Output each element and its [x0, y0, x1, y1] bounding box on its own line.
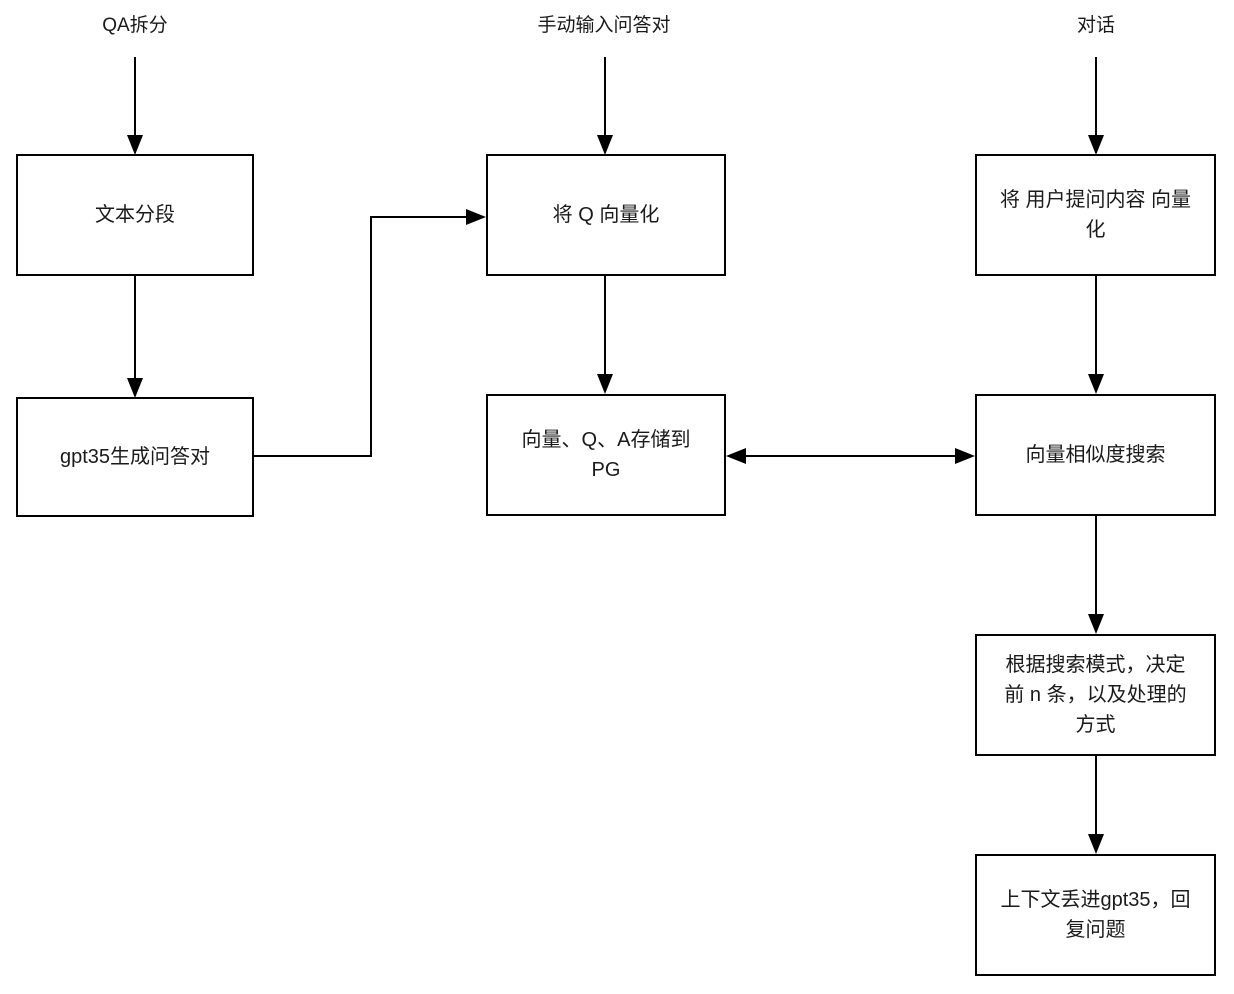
connector-search-to-decide-top-n: [1088, 516, 1104, 634]
node-store-to-pg[interactable]: 向量、Q、A存储到 PG: [486, 394, 726, 516]
connector-decide-top-n-to-context-gpt35: [1088, 756, 1104, 854]
edge-label-qa-split: QA拆分: [102, 15, 168, 36]
connector-gpt35-to-vectorize-q: [254, 209, 486, 457]
node-vectorize-user-question[interactable]: 将 用户提问内容 向量 化: [975, 154, 1216, 276]
node-vectorize-q[interactable]: 将 Q 向量化: [486, 154, 726, 276]
edge-label-dialogue: 对话: [1076, 15, 1116, 36]
node-context-to-gpt35-label: 上下文丢进gpt35，回 复问题: [1000, 889, 1191, 941]
connector-vectorize-q-to-store-pg: [597, 276, 613, 394]
node-context-to-gpt35[interactable]: 上下文丢进gpt35，回 复问题: [975, 854, 1216, 976]
connector-qa-split-to-text-split: [127, 57, 143, 155]
node-store-to-pg-label: 向量、Q、A存储到 PG: [521, 429, 691, 481]
node-decide-top-n[interactable]: 根据搜索模式，决定 前 n 条，以及处理的 方式: [975, 634, 1216, 756]
node-vectorize-user-question-label: 将 用户提问内容 向量 化: [999, 189, 1192, 241]
connector-store-pg-to-search-bidirectional: [726, 448, 975, 464]
node-vector-similarity-search[interactable]: 向量相似度搜索: [975, 394, 1216, 516]
node-gpt35-generate-qa-label: gpt35生成问答对: [59, 446, 211, 468]
node-text-split[interactable]: 文本分段: [16, 154, 254, 276]
connector-text-split-to-gpt35: [127, 276, 143, 398]
node-vectorize-q-label: 将 Q 向量化: [552, 204, 660, 226]
node-vector-similarity-search-label: 向量相似度搜索: [1025, 444, 1166, 466]
node-decide-top-n-label: 根据搜索模式，决定 前 n 条，以及处理的 方式: [1004, 654, 1187, 736]
connector-manual-input-to-vectorize-q: [597, 57, 613, 155]
node-text-split-label: 文本分段: [95, 204, 175, 226]
edge-label-manual-input: 手动输入问答对: [537, 15, 671, 36]
connector-vectorize-user-question-to-search: [1088, 276, 1104, 394]
connector-dialogue-to-vectorize-user-question: [1088, 57, 1104, 155]
node-gpt35-generate-qa[interactable]: gpt35生成问答对: [16, 397, 254, 517]
